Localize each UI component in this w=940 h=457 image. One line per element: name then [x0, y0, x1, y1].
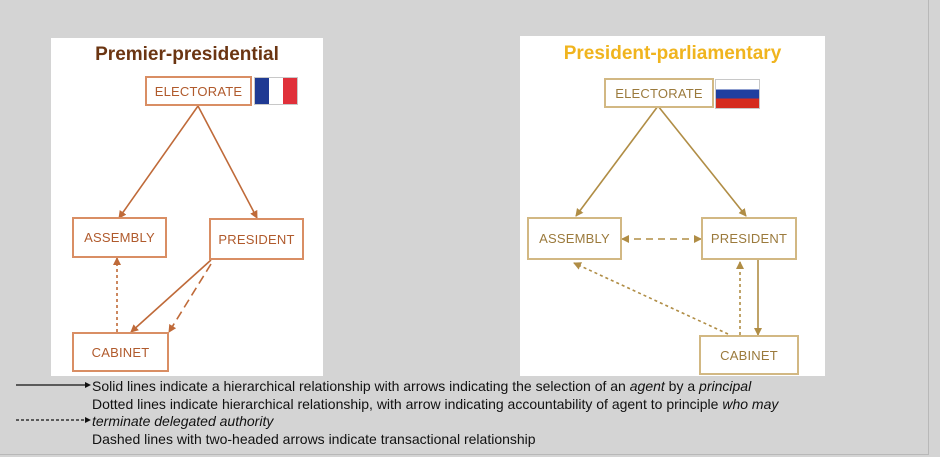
electorate-to-president-arrow — [197, 105, 258, 219]
president-to-cabinet-dashed-arrow — [168, 263, 212, 333]
legend-dotted-text-continued: terminate delegated authority — [92, 413, 274, 429]
legend: Solid lines indicate a hierarchical rela… — [12, 378, 932, 448]
electorate-node: ELECTORATE — [145, 76, 252, 106]
panel-title: President-parliamentary — [563, 43, 782, 64]
node-label: PRESIDENT — [710, 231, 788, 246]
legend-dotted-text: Dotted lines indicate hierarchical relat… — [92, 395, 779, 412]
cabinet-node: CABINET — [72, 332, 169, 372]
cabinet-to-assembly-dotted-arrow — [573, 262, 729, 335]
node-label: PRESIDENT — [218, 231, 295, 247]
solid-arrow-icon — [16, 382, 91, 388]
assembly-node: ASSEMBLY — [72, 217, 167, 258]
panel-title: Premier-presidential — [95, 44, 279, 65]
premier-presidential-arrows — [113, 105, 258, 333]
russia-flag-icon — [715, 79, 760, 109]
node-label: ELECTORATE — [615, 85, 703, 101]
president-parliamentary-panel: President-parliamentary ELECTORATE ASSEM… — [520, 36, 825, 376]
node-label: CABINET — [720, 347, 778, 363]
legend-dotted-row-1: Dotted lines indicate hierarchical relat… — [12, 396, 932, 414]
premier-presidential-panel: Premier-presidential ELECTORATE ASSEMBLY… — [51, 38, 323, 376]
node-label: ASSEMBLY — [84, 230, 155, 245]
assembly-node: ASSEMBLY — [527, 217, 622, 260]
electorate-to-assembly-arrow — [118, 105, 199, 219]
president-parliamentary-arrows — [573, 105, 762, 336]
president-node: PRESIDENT — [209, 218, 304, 260]
legend-dashed-row: Dashed lines with two-headed arrows indi… — [12, 431, 932, 449]
electorate-to-president-arrow — [657, 105, 747, 217]
node-label: CABINET — [91, 344, 150, 360]
cabinet-node: CABINET — [699, 335, 799, 375]
dotted-arrow-icon — [16, 417, 91, 423]
node-label: ELECTORATE — [154, 83, 243, 99]
legend-dashed-text: Dashed lines with two-headed arrows indi… — [92, 430, 536, 447]
node-label: ASSEMBLY — [539, 231, 610, 246]
legend-dotted-row-2: terminate delegated authority — [12, 413, 932, 431]
president-to-cabinet-arrow — [130, 259, 212, 333]
france-flag-icon — [254, 77, 298, 105]
electorate-to-assembly-arrow — [575, 105, 659, 217]
electorate-node: ELECTORATE — [604, 78, 714, 108]
legend-solid-row: Solid lines indicate a hierarchical rela… — [12, 378, 932, 396]
president-node: PRESIDENT — [701, 217, 797, 260]
legend-solid-text: Solid lines indicate a hierarchical rela… — [92, 378, 752, 394]
